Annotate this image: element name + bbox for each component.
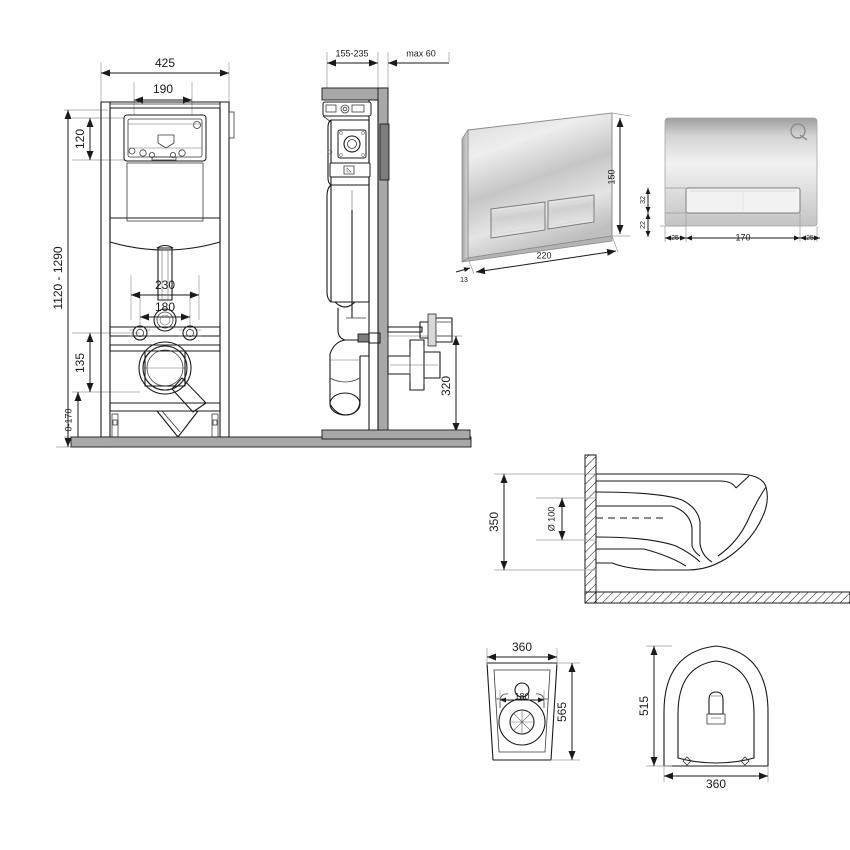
dim-front-horizontal: 25 170 25 bbox=[665, 232, 820, 242]
view-bowl-section: 350 Ø 100 bbox=[487, 454, 850, 604]
dim-seat-length: 515 bbox=[637, 646, 658, 766]
seat-inner-outline bbox=[677, 660, 755, 764]
flush-plate-edge bbox=[461, 128, 469, 263]
dim-outlet-diameter: Ø 100 bbox=[546, 498, 566, 540]
dim-label-360-plan: 360 bbox=[512, 640, 532, 654]
bowl-plan-outlet-grid bbox=[510, 710, 534, 734]
view-bowl-plan: 360 180 565 bbox=[486, 640, 580, 761]
flush-plate-dim-lines: 150 220 13 bbox=[455, 112, 631, 284]
dim-label-565: 565 bbox=[555, 702, 569, 722]
view-side-elevation: 155-235 max 60 320 bbox=[321, 48, 471, 440]
wall-bolt-left bbox=[129, 325, 151, 341]
seat-outline bbox=[663, 645, 769, 767]
flush-button-large-inner bbox=[494, 205, 543, 235]
dim-label-32: 32 bbox=[640, 196, 647, 204]
dim-label-320: 320 bbox=[439, 376, 453, 396]
dim-label-190: 190 bbox=[153, 82, 173, 96]
dim-label-170: 170 bbox=[735, 232, 750, 242]
dim-label-13: 13 bbox=[460, 277, 468, 284]
frame-structure bbox=[100, 101, 235, 438]
dim-bolt-230: 230 bbox=[131, 278, 199, 299]
dim-label-425: 425 bbox=[155, 56, 175, 70]
dim-label-150: 150 bbox=[606, 169, 616, 184]
view-front-elevation: 425 190 1120 - 1290 120 135 0-170 bbox=[51, 56, 472, 448]
dim-seat-height: 350 bbox=[487, 474, 508, 570]
dim-label-180-plan: 180 bbox=[514, 691, 529, 701]
dim-label-220: 220 bbox=[536, 250, 551, 260]
dim-wall-offset: max 60 bbox=[388, 48, 449, 67]
section-wall bbox=[584, 454, 597, 604]
bowl-outline bbox=[595, 473, 768, 571]
dim-label-120: 120 bbox=[73, 129, 87, 149]
dim-bowl-plan-bolts: 180 bbox=[500, 691, 544, 703]
section-floor bbox=[584, 591, 850, 604]
dim-label-22: 22 bbox=[640, 221, 647, 229]
dim-cistern-opening-height: 120 bbox=[73, 118, 94, 160]
dim-label-0-170: 0-170 bbox=[63, 408, 73, 431]
dim-label-515: 515 bbox=[637, 696, 651, 716]
dim-label-25-left: 25 bbox=[671, 235, 679, 242]
floor-slab-side bbox=[321, 429, 471, 440]
dim-bolt-height: 135 bbox=[73, 333, 94, 392]
dim-seat-width: 360 bbox=[664, 772, 768, 791]
dim-label-25-right: 25 bbox=[806, 235, 814, 242]
dim-label-135: 135 bbox=[73, 353, 87, 373]
dim-label-1120-1290: 1120 - 1290 bbox=[51, 246, 65, 309]
dim-label-max-60: max 60 bbox=[406, 48, 436, 58]
seat-hinge-icon bbox=[706, 691, 726, 725]
view-flush-plate-perspective: 150 220 13 bbox=[455, 112, 631, 284]
dim-label-350: 350 bbox=[487, 512, 501, 532]
seat-bumpers bbox=[682, 756, 750, 766]
dim-outlet-height: 320 bbox=[439, 336, 460, 432]
bowl-plan-inner bbox=[493, 669, 551, 753]
bowl-plan-inlet-hole bbox=[514, 682, 530, 698]
dim-label-230: 230 bbox=[155, 278, 175, 292]
flush-button-small-inner bbox=[550, 198, 592, 227]
view-seat-plan: 515 360 bbox=[637, 645, 769, 791]
side-outlet-assembly bbox=[387, 313, 453, 391]
dim-side-depth: 155-235 bbox=[327, 48, 378, 67]
dim-cistern-width: 190 bbox=[134, 82, 192, 104]
dim-front-lower-margin: 22 bbox=[640, 213, 651, 237]
brand-logo-icon bbox=[790, 123, 808, 141]
flush-plate-face[interactable] bbox=[467, 112, 613, 259]
dim-label-360-seat: 360 bbox=[706, 777, 726, 791]
bowl-section-extlines bbox=[494, 473, 596, 571]
dim-label-155-235: 155-235 bbox=[335, 48, 368, 58]
dim-bowl-plan-depth: 565 bbox=[555, 663, 576, 760]
dim-overall-height: 1120 - 1290 bbox=[51, 110, 72, 447]
dim-front-button-height: 32 bbox=[640, 188, 651, 213]
wall-bolt-right bbox=[179, 325, 201, 341]
dim-bowl-plan-width: 360 bbox=[487, 640, 557, 661]
view-flush-plate-front: 32 22 25 170 25 bbox=[640, 117, 820, 242]
dim-overall-width: 425 bbox=[101, 56, 229, 77]
dim-label-d100: Ø 100 bbox=[546, 507, 556, 532]
floor-slab-left bbox=[70, 436, 472, 448]
side-frame-structure bbox=[322, 99, 390, 438]
